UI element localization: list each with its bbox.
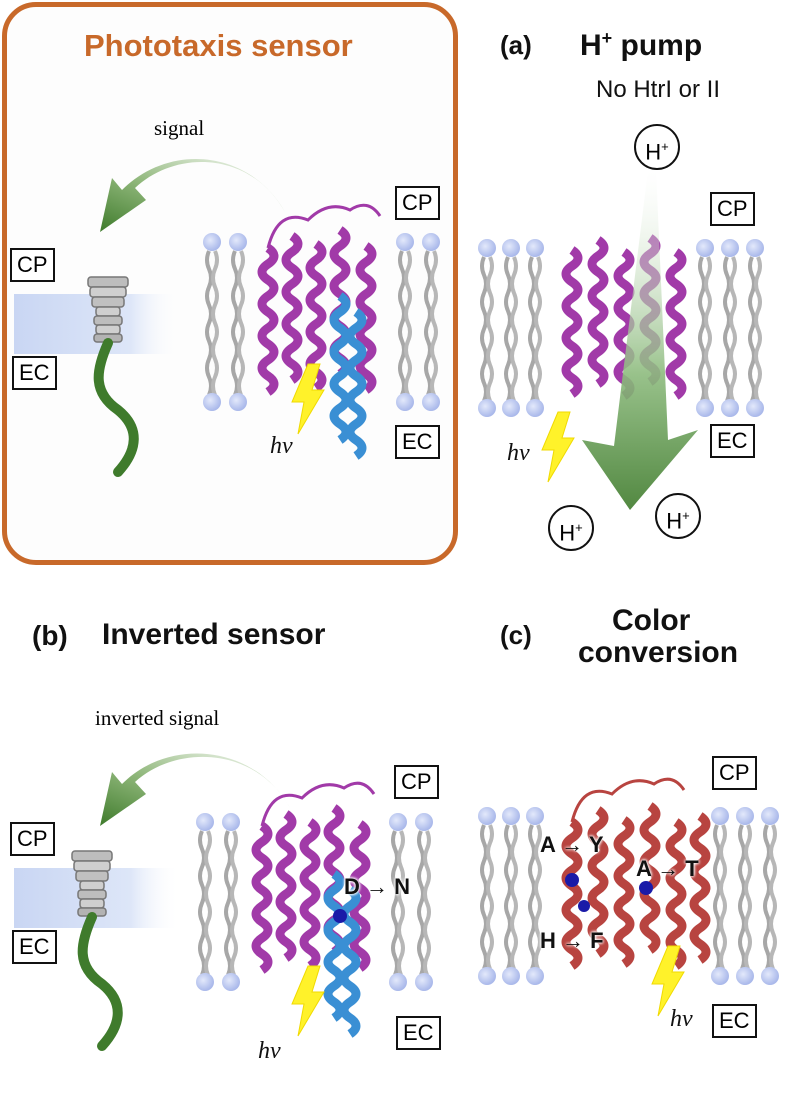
panel-title-phototaxis: Phototaxis sensor (84, 28, 353, 63)
lipid-bilayer-right (394, 231, 416, 413)
cp-label-receptor: CP (10, 248, 55, 282)
lipid-bilayer-a-left (476, 237, 546, 419)
panel-tag-b: (b) (32, 620, 68, 651)
panel-title-a: H+ pump (580, 28, 703, 62)
mutation-label-b: D → N (344, 874, 410, 899)
light-label-a: hν (507, 440, 530, 466)
cp-label-membrane: CP (395, 186, 440, 220)
inverted-signal-arrow (100, 753, 290, 826)
mutation-site-c1 (565, 873, 579, 887)
light-label-top: hν (270, 433, 293, 459)
lipid-bilayer-c-right (709, 805, 781, 987)
ec-label-receptor: EC (12, 356, 57, 390)
panel-subtitle-a: No HtrI or II (596, 76, 721, 103)
lipid-bilayer-left (201, 231, 223, 413)
signal-arrow (100, 158, 285, 232)
light-bolt-a (541, 411, 575, 483)
ec-label-a: EC (710, 424, 755, 458)
mutation-site-b (333, 909, 347, 923)
mutation-site-c3 (578, 900, 590, 912)
cp-label-receptor-b: CP (10, 822, 55, 856)
ec-label-c: EC (712, 1004, 757, 1038)
panel-title-b: Inverted sensor (102, 618, 326, 651)
panel-title-c-line2: conversion (578, 636, 739, 669)
light-label-b: hν (258, 1038, 281, 1064)
lipid-bilayer-b-right (387, 811, 435, 993)
panel-title-c-line1: Color (612, 604, 691, 637)
mutation-label-c2: A → T (636, 856, 699, 881)
cp-label-c: CP (712, 756, 757, 790)
lipid-bilayer-c-left (476, 805, 546, 987)
mutation-label-c1: A → Y (540, 832, 604, 857)
mutation-site-c2 (639, 881, 653, 895)
receptor-tail-b (77, 912, 123, 1051)
inverted-signal-label: inverted signal (95, 706, 220, 730)
light-label-c: hν (670, 1006, 693, 1032)
ec-label-membrane: EC (395, 425, 440, 459)
cp-label-a: CP (710, 192, 755, 226)
rhodopsin-helices-b (256, 781, 376, 1034)
mutation-label-c3: H → F (540, 928, 604, 953)
ec-label-membrane-b: EC (396, 1016, 441, 1050)
cp-label-membrane-b: CP (394, 765, 439, 799)
light-bolt-b (291, 965, 325, 1037)
panel-tag-a: (a) (500, 30, 532, 60)
proton-top: H+ (634, 124, 680, 170)
receptor-tail (93, 338, 139, 477)
lipid-bilayer-a-right (694, 237, 766, 419)
panel-phototaxis-sensor (2, 2, 458, 565)
rhodopsin-helices-c (566, 777, 706, 966)
panel-tag-c: (c) (500, 620, 532, 650)
proton-bottom-left: H+ (548, 505, 594, 551)
rhodopsin-helices-top (262, 203, 382, 456)
proton-bottom-right: H+ (655, 493, 701, 539)
ec-label-receptor-b: EC (12, 930, 57, 964)
lipid-bilayer-b-left (194, 811, 242, 993)
proton-pump-arrow (582, 170, 698, 510)
signal-label: signal (154, 116, 205, 140)
